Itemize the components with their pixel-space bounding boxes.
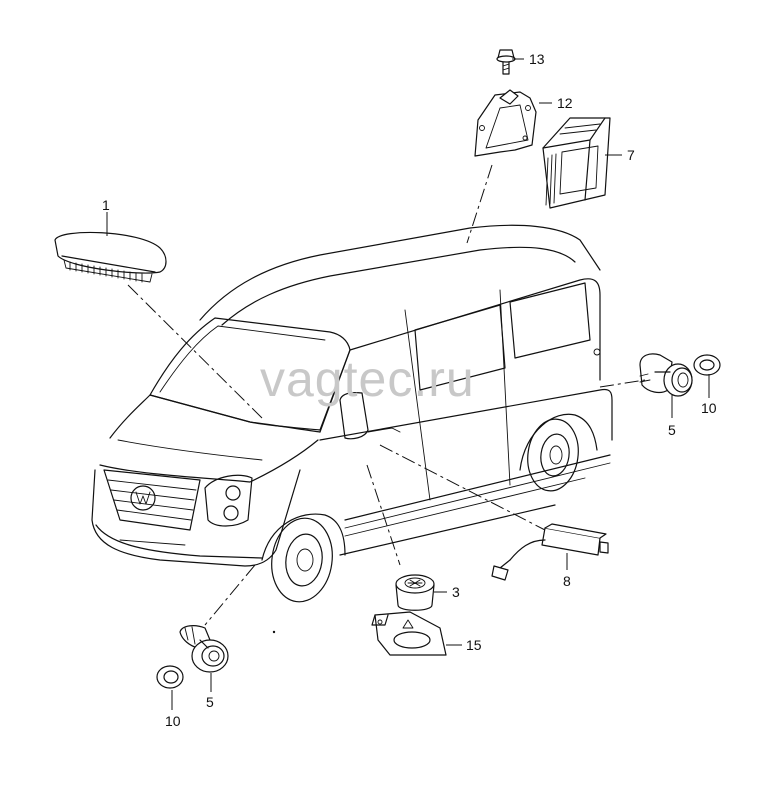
callout-3: 3	[452, 584, 460, 600]
callout-labels: 1 13 12 7 5 10 8 3 15 5 10	[102, 51, 717, 729]
bolt-icon	[496, 49, 516, 75]
callout-5-left: 5	[206, 694, 214, 710]
bracket-icon	[474, 89, 537, 157]
display-unit-icon	[54, 231, 167, 283]
buzzer-bracket-icon	[371, 611, 447, 656]
sensor-ring-icon	[693, 354, 721, 376]
callout-12: 12	[557, 95, 573, 111]
parking-sensor-icon	[639, 353, 693, 397]
callout-7: 7	[627, 147, 635, 163]
control-unit-icon	[542, 117, 611, 209]
sensor-ring-icon	[156, 665, 184, 689]
buzzer-icon	[395, 574, 435, 611]
callout-15: 15	[466, 637, 482, 653]
callout-5-right: 5	[668, 422, 676, 438]
wiring-module-icon	[491, 523, 609, 581]
watermark: vagtec.ru	[260, 351, 475, 407]
callout-10-right: 10	[701, 400, 717, 416]
callout-13: 13	[529, 51, 545, 67]
location-lines	[127, 164, 646, 626]
parking-sensor-icon	[179, 625, 229, 673]
callout-10-left: 10	[165, 713, 181, 729]
van-illustration	[91, 224, 613, 634]
leader-lines	[106, 58, 710, 710]
callout-1: 1	[102, 197, 110, 213]
callout-8: 8	[563, 573, 571, 589]
